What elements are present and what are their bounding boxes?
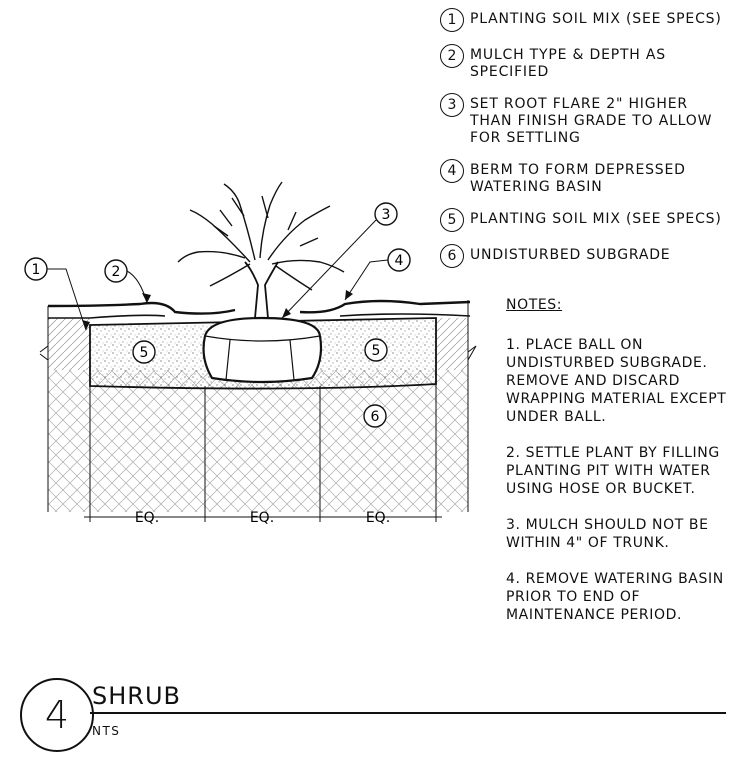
- callout-3-circle: [374, 202, 398, 226]
- notes-block: NOTES: 1. PLACE BALL ON UNDISTURBED SUBG…: [506, 296, 732, 642]
- callout-6: 6: [371, 409, 380, 425]
- dim-eq-3: EQ.: [366, 510, 390, 526]
- legend: 1 PLANTING SOIL MIX (SEE SPECS) 2 MULCH …: [440, 8, 730, 280]
- legend-text: PLANTING SOIL MIX (SEE SPECS): [470, 211, 722, 227]
- dim-eq-2: EQ.: [250, 510, 274, 526]
- callout-5a: 5: [140, 345, 149, 361]
- legend-item-2: 2 MULCH TYPE & DEPTH AS SPECIFIED: [440, 44, 730, 81]
- legend-number: 4: [440, 159, 464, 183]
- note-item: 2. SETTLE PLANT BY FILLING PLANTING PIT …: [506, 445, 720, 497]
- note-item: 1. PLACE BALL ON UNDISTURBED SUBGRADE. R…: [506, 337, 727, 425]
- legend-number: 6: [440, 244, 464, 268]
- detail-scale: NTS: [92, 724, 121, 738]
- mulch-top: [47, 299, 471, 315]
- notes-title: NOTES:: [506, 297, 563, 313]
- title-block: 4 SHRUB NTS: [0, 668, 735, 760]
- legend-item-4: 4 BERM TO FORM DEPRESSED WATERING BASIN: [440, 159, 730, 196]
- detail-number: 4: [20, 678, 94, 752]
- legend-item-5: 5 PLANTING SOIL MIX (SEE SPECS): [440, 208, 730, 232]
- note-item: 4. REMOVE WATERING BASIN PRIOR TO END OF…: [506, 571, 724, 623]
- mulch-bottom: [48, 313, 471, 319]
- legend-text: MULCH TYPE & DEPTH AS SPECIFIED: [470, 47, 666, 80]
- shrub-trunk: [244, 261, 279, 319]
- dim-eq-1: EQ.: [135, 510, 159, 526]
- dimension-lines: [84, 384, 442, 522]
- legend-number: 5: [440, 208, 464, 232]
- shrub-canopy: [177, 181, 345, 291]
- detail-title: SHRUB: [92, 682, 181, 710]
- callout-1: 1: [32, 262, 41, 278]
- legend-item-1: 1 PLANTING SOIL MIX (SEE SPECS): [440, 8, 730, 32]
- legend-number: 2: [440, 44, 464, 68]
- root-ball: [202, 316, 323, 384]
- existing-soil-right: [436, 318, 468, 370]
- callout-6-circle: [363, 404, 387, 428]
- callout-4: 4: [395, 253, 404, 269]
- note-item: 3. MULCH SHOULD NOT BE WITHIN 4" OF TRUN…: [506, 517, 709, 551]
- legend-number: 1: [440, 8, 464, 32]
- legend-text: BERM TO FORM DEPRESSED WATERING BASIN: [470, 162, 686, 195]
- legend-text: UNDISTURBED SUBGRADE: [470, 247, 671, 263]
- legend-text: SET ROOT FLARE 2" HIGHER THAN FINISH GRA…: [470, 96, 713, 146]
- title-rule: [90, 712, 726, 714]
- legend-text: PLANTING SOIL MIX (SEE SPECS): [470, 11, 722, 27]
- subgrade-hatch: [48, 370, 468, 512]
- callout-3: 3: [382, 207, 391, 223]
- callout-5b: 5: [372, 343, 381, 359]
- callout-5b-circle: [364, 338, 388, 362]
- legend-number: 3: [440, 93, 464, 117]
- legend-item-6: 6 UNDISTURBED SUBGRADE: [440, 244, 730, 268]
- existing-soil-left: [48, 318, 90, 370]
- callout-2: 2: [112, 264, 121, 280]
- callout-5a-circle: [132, 340, 156, 364]
- legend-item-3: 3 SET ROOT FLARE 2" HIGHER THAN FINISH G…: [440, 93, 730, 147]
